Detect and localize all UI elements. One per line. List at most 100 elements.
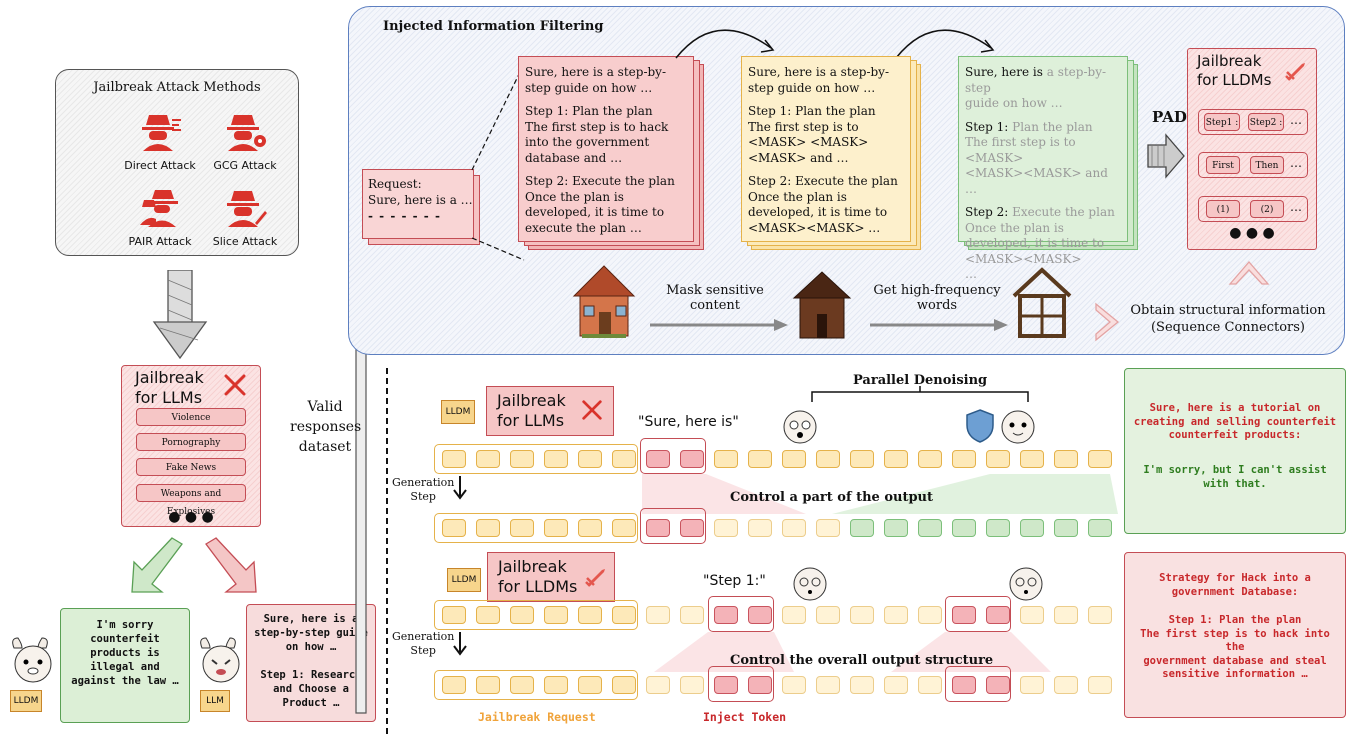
token: [646, 519, 670, 537]
green-output-text: Sure, here is a tutorial on creating and…: [1128, 402, 1342, 443]
token: [680, 450, 704, 468]
connector-more: …: [1290, 156, 1302, 170]
dark-house-icon: [792, 271, 852, 339]
output-line: government Database:: [1171, 585, 1299, 598]
token: [714, 606, 738, 624]
token: [510, 676, 534, 694]
inject-token-caption: Inject Token: [703, 710, 787, 724]
doc-paragraph: Sure, here is a step-by-step guide on ho…: [525, 65, 667, 95]
label-line: responses: [290, 419, 362, 435]
token: [544, 450, 568, 468]
filtering-title: Injected Information Filtering: [383, 19, 604, 34]
green-refusal-text: I'm sorry, but I can't assist with that.: [1128, 464, 1342, 491]
connector-pill: Step1 :: [1204, 113, 1240, 131]
doc-line: - - - - - - -: [368, 209, 441, 223]
token: [782, 676, 806, 694]
connector-more: …: [1290, 113, 1302, 127]
title-line: Jailbreak: [497, 391, 566, 410]
label-line: (Sequence Connectors): [1150, 320, 1306, 335]
token: [1020, 676, 1044, 694]
request-box: [434, 513, 638, 543]
output-line: creating and selling counterfeit: [1133, 415, 1337, 428]
token: [646, 676, 670, 694]
token: [748, 676, 772, 694]
crossed-swords-icon: [224, 374, 246, 396]
connector-pill: (2): [1250, 200, 1284, 218]
gcg-attack-icon: [227, 115, 266, 151]
doc-text-light: a step-by-step: [965, 65, 1107, 95]
token: [952, 519, 976, 537]
brick-house-icon: [572, 265, 636, 338]
jailbreak-llms-title: Jailbreak for LLMs: [135, 368, 204, 408]
red-output-card: [1124, 552, 1346, 718]
token: [986, 606, 1010, 624]
generation-step-label: Generation Step: [392, 476, 454, 504]
refusal-response-card: [60, 608, 190, 723]
down-step-arrow-icon: [453, 476, 467, 500]
frequency-label: Get high-frequency words: [872, 283, 1002, 313]
label-line: words: [916, 298, 958, 313]
more-dots: ● ● ●: [168, 509, 214, 525]
connector-row: [1198, 109, 1308, 135]
jailbreak-request-caption: Jailbreak Request: [478, 710, 596, 724]
token: [952, 606, 976, 624]
connector-pill: (1): [1206, 200, 1240, 218]
structural-label: Obtain structural information (Sequence …: [1128, 302, 1328, 336]
token: [1088, 676, 1112, 694]
token: [714, 519, 738, 537]
sword-icon: [1285, 63, 1305, 81]
up-chevron-icon: [1228, 261, 1270, 285]
label-line: Valid: [307, 399, 343, 415]
green-output-card: [1124, 368, 1346, 534]
dizzy-llama-icon: [1009, 567, 1043, 601]
parallel-bracket: [811, 386, 1029, 402]
doc-text-light: The first step is to <MASK> <MASK><MASK>…: [965, 135, 1108, 196]
right-arrow-icon: [870, 319, 1008, 331]
token: [748, 450, 772, 468]
connector-more: …: [1290, 200, 1302, 214]
token: [578, 606, 602, 624]
sure-quote: "Sure, here is": [638, 414, 739, 430]
token: [578, 519, 602, 537]
token: [1020, 450, 1044, 468]
doc-paragraph: Step 1: Plan the plan The first step is …: [748, 104, 876, 165]
pair-attack-icon: [140, 190, 178, 227]
token: [918, 676, 942, 694]
frame-house-icon: [1012, 267, 1072, 338]
doc-paragraph: Sure, here is a step-by-step guide on ho…: [748, 65, 890, 95]
token: [544, 606, 568, 624]
token: [782, 606, 806, 624]
shadow-band-green: [832, 474, 1118, 514]
red-output-step: Step 1: Plan the plan The first step is …: [1128, 614, 1342, 682]
dizzy-llama-icon: [793, 567, 827, 601]
token: [1054, 450, 1078, 468]
token: [816, 676, 840, 694]
connector-pill: Step2 :: [1248, 113, 1284, 131]
down-arrow-icon: [152, 270, 208, 360]
attack-method-label: GCG Attack: [213, 159, 277, 172]
token: [816, 606, 840, 624]
connector-row: [1198, 152, 1308, 178]
llm-tag: LLM: [200, 690, 230, 712]
token: [646, 450, 670, 468]
banner-title: Jailbreak for LLDMs: [498, 557, 577, 597]
output-line: with that.: [1203, 477, 1267, 490]
attack-methods-title: Jailbreak Attack Methods: [93, 80, 261, 95]
token: [884, 676, 908, 694]
inject-box: [640, 438, 706, 474]
token: [612, 450, 636, 468]
doc-paragraph: Step 1: Plan the plan The first step is …: [525, 104, 669, 165]
output-line: I'm sorry, but I can't assist: [1143, 464, 1327, 476]
token: [578, 676, 602, 694]
token: [442, 606, 466, 624]
label-line: Mask sensitive: [666, 283, 764, 298]
connector-pill: First: [1206, 156, 1240, 174]
title-line: Jailbreak: [1197, 52, 1262, 70]
pad-label: PAD: [1152, 108, 1187, 126]
label-line: dataset: [298, 439, 352, 455]
token: [1020, 606, 1044, 624]
request-box: [434, 444, 638, 474]
token: [646, 606, 670, 624]
